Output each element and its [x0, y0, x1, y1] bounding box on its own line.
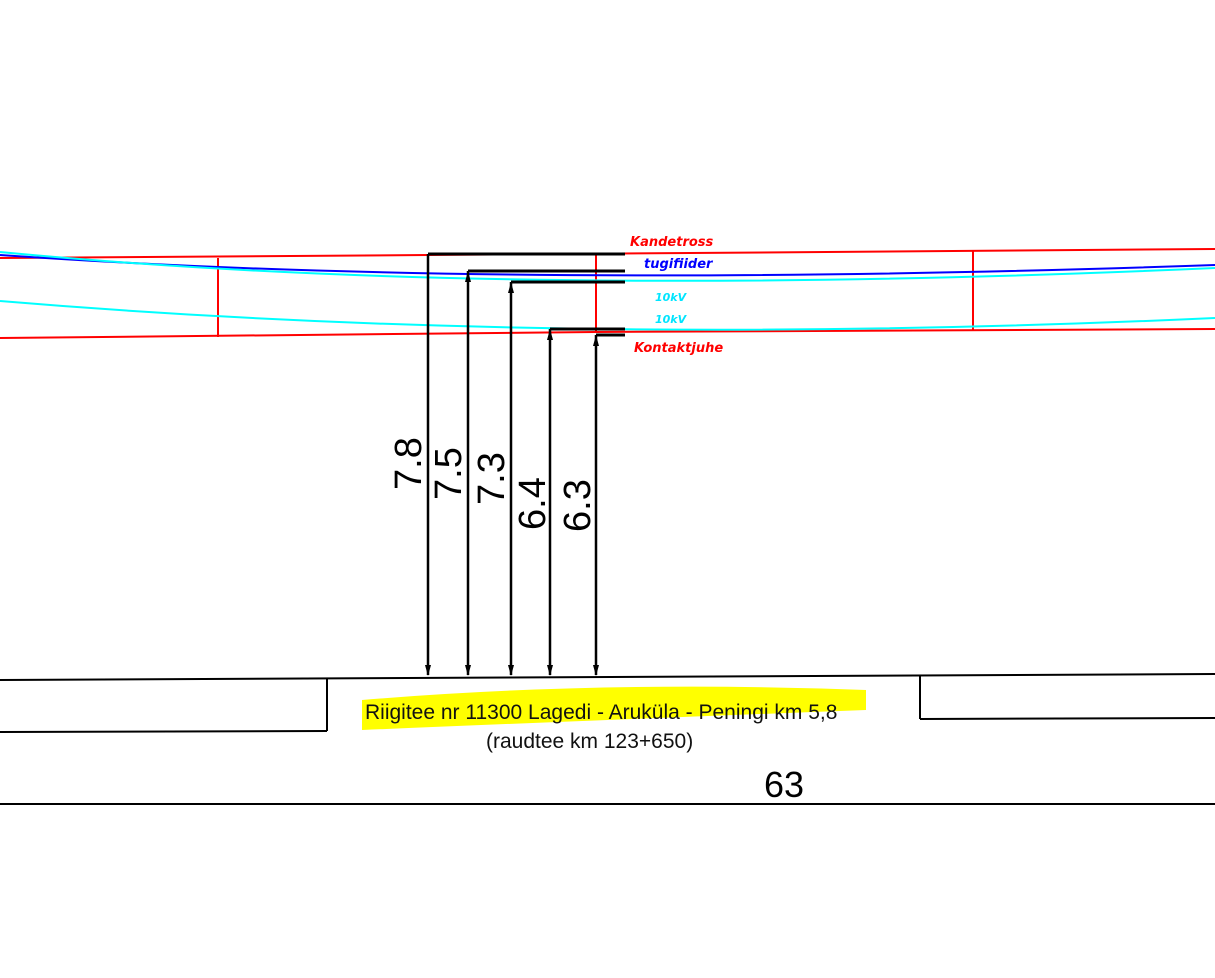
road-profile — [0, 673, 1215, 805]
label-contact-wire: Kontaktjuhe — [634, 341, 723, 356]
clearance-7-3: 7.3 — [471, 452, 513, 505]
ground-line — [0, 673, 1215, 681]
clearance-values: 7.8 7.5 7.3 6.4 6.3 — [388, 437, 599, 532]
dimension-arrowheads — [425, 271, 599, 676]
catenary-bottom-line-left — [0, 331, 597, 339]
railway-km: (raudtee km 123+650) — [486, 730, 693, 753]
dimension-leaders — [428, 252, 625, 337]
arrow-7-8-bottom — [425, 665, 431, 676]
arrow-6-3-bottom — [593, 665, 599, 676]
road-width-value: 63 — [764, 764, 804, 805]
arrow-6-3-top — [593, 335, 599, 346]
arrow-7-5-bottom — [465, 665, 471, 676]
label-kv-lower: 10kV — [655, 313, 688, 326]
arrow-7-3-top — [508, 282, 514, 293]
road-name: Riigitee nr 11300 Lagedi - Aruküla - Pen… — [365, 701, 837, 724]
clearance-6-4: 6.4 — [512, 477, 554, 530]
arrow-6-4-bottom — [547, 665, 553, 676]
arrow-6-4-top — [547, 329, 553, 340]
clearance-7-8: 7.8 — [388, 437, 430, 490]
label-feeder: tugifiider — [644, 257, 714, 272]
label-kv-upper: 10kV — [655, 291, 688, 304]
right-ditch-bottom — [919, 717, 1215, 720]
road-name-highlight — [362, 686, 866, 730]
clearance-6-3: 6.3 — [557, 479, 599, 532]
kv-line-lower — [0, 300, 1215, 331]
catenary-bottom-line-right — [595, 328, 1215, 333]
kv-line-upper — [0, 251, 1215, 282]
arrow-7-5-top — [465, 271, 471, 282]
label-catenary: Kandetross — [630, 235, 714, 250]
dimension-verticals — [426, 254, 598, 675]
clearance-7-5: 7.5 — [428, 447, 470, 500]
arrow-7-3-bottom — [508, 665, 514, 676]
left-ditch-bottom — [0, 730, 328, 733]
